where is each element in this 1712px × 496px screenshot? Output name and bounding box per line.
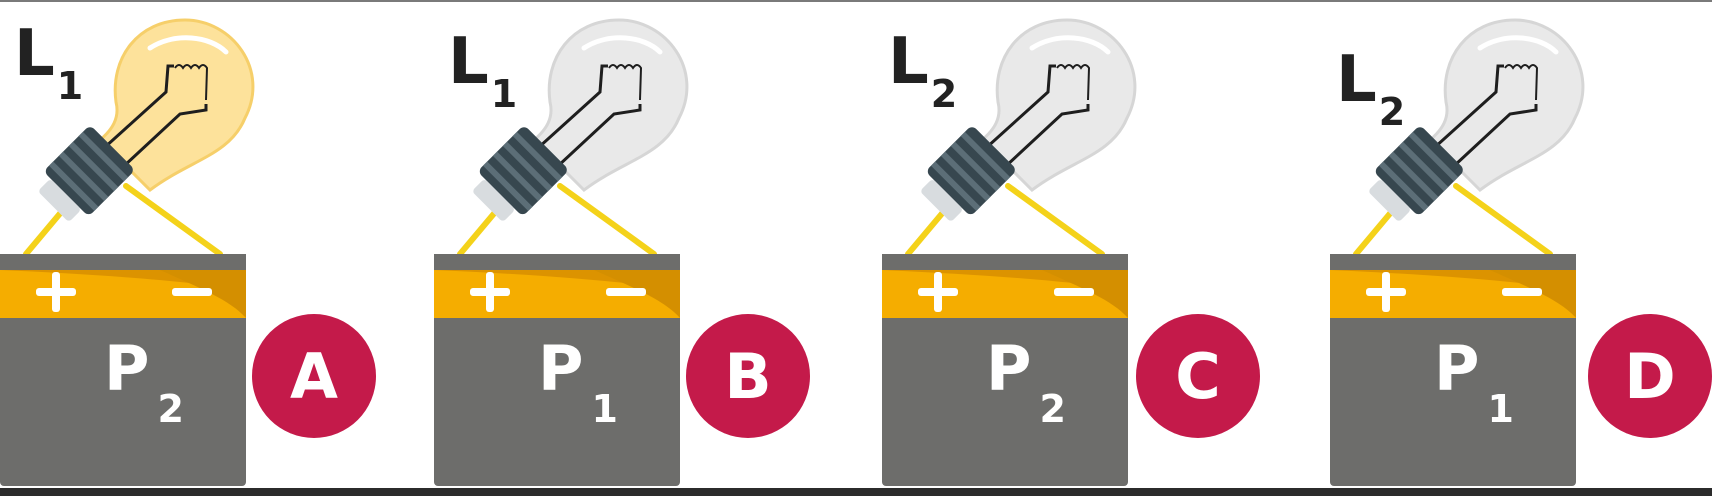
bulb-filament: [102, 64, 208, 168]
bulb-highlight: [581, 35, 663, 55]
bulb-coil: [174, 64, 209, 101]
lamp-index: 1: [490, 72, 518, 116]
lamp-index: 2: [930, 72, 958, 116]
battery-icon: [434, 254, 680, 486]
battery-top-cap: [1330, 254, 1576, 270]
light-bulb-icon: [1369, 18, 1585, 221]
minus-sign-icon: [1054, 288, 1094, 296]
battery-letter: P: [104, 332, 150, 405]
battery-letter: P: [538, 332, 584, 405]
battery-top-cap: [434, 254, 680, 270]
lamp-label: L2: [1336, 48, 1405, 131]
light-bulb-icon: [39, 18, 255, 221]
lamp-label: L1: [14, 22, 83, 105]
battery-index: 1: [1487, 387, 1514, 431]
battery-icon: [882, 254, 1128, 486]
battery-label: P2: [104, 338, 184, 429]
circuit-option-c: L2 P2 C: [882, 0, 1312, 496]
plus-sign-icon: [918, 272, 958, 312]
plus-sign-icon: [36, 272, 76, 312]
wire-negative: [557, 183, 657, 257]
minus-sign-icon: [1502, 288, 1542, 296]
battery-letter: P: [1434, 332, 1480, 405]
bulb-coil: [1504, 64, 1539, 101]
minus-sign-icon: [606, 288, 646, 296]
bulb-glass: [97, 18, 255, 192]
circuit-drawing: [434, 18, 689, 486]
bulb-socket: [921, 127, 1015, 221]
bulb-highlight: [1029, 35, 1111, 55]
circuit-drawing: [882, 18, 1137, 486]
battery-icon: [1330, 254, 1576, 486]
lamp-label: L2: [888, 30, 957, 113]
plus-sign-icon: [1366, 272, 1406, 312]
lamp-label: L1: [448, 30, 517, 113]
bulb-coil: [608, 64, 643, 101]
battery-index: 1: [591, 387, 618, 431]
circuit-option-d: L2 P1 D: [1330, 0, 1712, 496]
bulb-socket: [39, 127, 133, 221]
bulb-glass: [1427, 18, 1585, 192]
minus-sign-icon: [172, 288, 212, 296]
lamp-letter: L: [14, 17, 55, 91]
circuit-drawing: [0, 18, 255, 486]
bulb-highlight: [147, 35, 229, 55]
light-bulb-icon: [921, 18, 1137, 221]
lamp-index: 2: [1378, 90, 1406, 134]
plus-sign-icon: [470, 272, 510, 312]
circuit-drawing: [1330, 18, 1585, 486]
circuit-option-b: L1 P1 B: [434, 0, 864, 496]
lamp-index: 1: [56, 64, 84, 108]
circuit-option-a: L1 P2 A: [0, 0, 430, 496]
bottom-divider: [0, 488, 1712, 496]
bulb-glass: [979, 18, 1137, 192]
lamp-letter: L: [888, 25, 929, 99]
lamp-letter: L: [448, 25, 489, 99]
wire-negative: [123, 183, 223, 257]
battery-top-cap: [882, 254, 1128, 270]
battery-band-shade-right: [160, 270, 246, 318]
option-letter-badge[interactable]: D: [1588, 314, 1712, 438]
bulb-socket: [473, 127, 567, 221]
wire-negative: [1453, 183, 1553, 257]
bulb-filament: [984, 64, 1090, 168]
bulb-socket: [1369, 127, 1463, 221]
bulb-filament: [1432, 64, 1538, 168]
lamp-letter: L: [1336, 43, 1377, 117]
option-letter-badge[interactable]: B: [686, 314, 810, 438]
battery-index: 2: [1039, 387, 1066, 431]
battery-icon: [0, 254, 246, 486]
top-divider: [0, 0, 1712, 2]
battery-index: 2: [157, 387, 184, 431]
bulb-glass: [531, 18, 689, 192]
battery-band-shade-right: [1042, 270, 1128, 318]
bulb-highlight: [1477, 35, 1559, 55]
wire-negative: [1005, 183, 1105, 257]
battery-letter: P: [986, 332, 1032, 405]
battery-band-shade-right: [1490, 270, 1576, 318]
bulb-coil: [1056, 64, 1091, 101]
option-letter-badge[interactable]: A: [252, 314, 376, 438]
battery-label: P1: [538, 338, 618, 429]
bulb-filament: [536, 64, 642, 168]
battery-label: P1: [1434, 338, 1514, 429]
battery-label: P2: [986, 338, 1066, 429]
battery-top-cap: [0, 254, 246, 270]
battery-band-shade-right: [594, 270, 680, 318]
option-letter-badge[interactable]: C: [1136, 314, 1260, 438]
light-bulb-icon: [473, 18, 689, 221]
